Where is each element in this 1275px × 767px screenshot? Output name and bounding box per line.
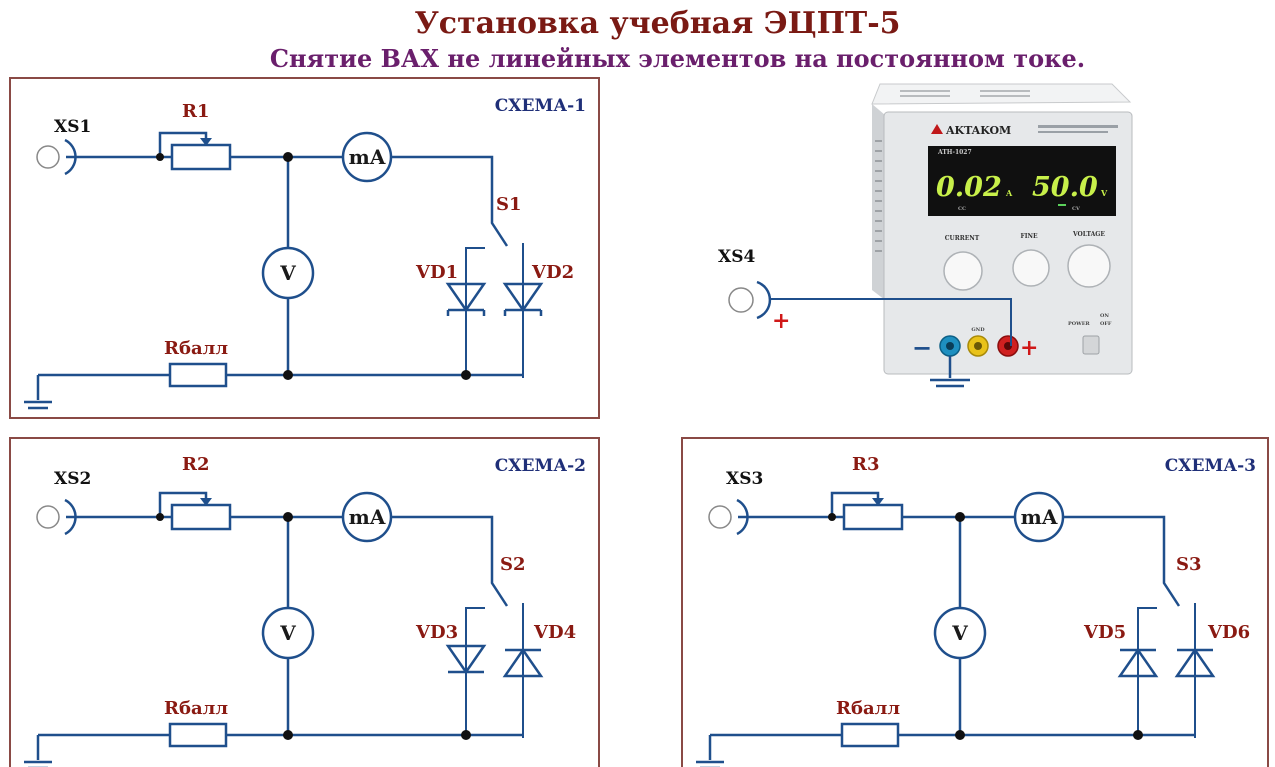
page-subtitle: Снятие ВАХ не линейных элементов на пост… [269, 44, 1086, 73]
scheme-1: XS1 R1 mA V S1 VD1 VD2 Rбалл СХЕМА-1 [9, 77, 600, 419]
cv-indicator: CV [1072, 206, 1080, 212]
scheme-3: XS3 R3 mA V S3 VD5 VD6 Rбалл СХЕМА-3 [681, 437, 1269, 767]
diode-left-label: VD3 [415, 622, 458, 643]
on-label: ON [1100, 313, 1109, 319]
switch-label: S1 [496, 194, 522, 215]
diode-left-label: VD5 [1083, 622, 1126, 643]
xs4-socket-icon [728, 287, 754, 313]
ammeter-label: mA [1021, 505, 1058, 529]
knob-label-current: CURRENT [945, 235, 980, 242]
knob-label-fine: FINE [1020, 233, 1038, 240]
gnd-label: GND [971, 327, 985, 333]
xs4-label: XS4 [718, 247, 755, 267]
diode-right-label: VD4 [533, 622, 576, 643]
xs4-wiring: XS4 + + − [718, 247, 1038, 388]
diode-left-label: VD1 [415, 262, 458, 283]
ballast-label: Rбалл [836, 698, 900, 719]
scheme-name: СХЕМА-2 [495, 456, 586, 476]
voltmeter-label: V [279, 261, 296, 285]
rheostat-label: R2 [182, 454, 209, 475]
voltage-readout: 50.0 [1032, 172, 1098, 203]
page-title: Установка учебная ЭЦПТ-5 [414, 6, 901, 41]
diode-right-label: VD6 [1207, 622, 1250, 643]
scheme-2: XS2 R2 mA V S2 VD3 VD4 Rбалл СХЕМА-2 [9, 437, 600, 767]
cc-indicator: CC [958, 206, 966, 212]
voltage-knob[interactable] [1067, 244, 1111, 288]
ballast-label: Rбалл [164, 338, 228, 359]
ammeter-label: mA [349, 145, 386, 169]
connector-label: XS1 [54, 117, 91, 137]
terminal-minus-sign: − [912, 333, 932, 362]
connector-label: XS3 [726, 469, 763, 489]
rheostat-label: R3 [852, 454, 879, 475]
terminal-plus-sign: + [1020, 335, 1038, 361]
off-label: OFF [1100, 321, 1112, 327]
voltage-unit: V [1100, 188, 1108, 198]
power-label: POWER [1068, 321, 1091, 327]
ammeter-label: mA [349, 505, 386, 529]
display-panel [928, 146, 1116, 216]
knob-label-voltage: VOLTAGE [1072, 231, 1105, 238]
scheme-3-frame [681, 437, 1269, 767]
scheme-2-frame [9, 437, 600, 767]
diode-right-label: VD2 [531, 262, 574, 283]
current-knob[interactable] [943, 251, 983, 291]
scheme-name: СХЕМА-3 [1165, 456, 1256, 476]
rheostat-label: R1 [182, 101, 209, 122]
brand-label: AKTAKOM [945, 124, 1011, 137]
voltmeter-label: V [279, 621, 296, 645]
connector-label: XS2 [54, 469, 91, 489]
ballast-label: Rбалл [164, 698, 228, 719]
power-switch[interactable] [1082, 335, 1100, 355]
brand-logo-icon [931, 124, 943, 134]
switch-label: S3 [1176, 554, 1202, 575]
voltmeter-label: V [951, 621, 968, 645]
scheme-1-frame [9, 77, 600, 419]
scheme-name: СХЕМА-1 [495, 96, 586, 116]
current-unit: A [1005, 188, 1013, 198]
xs4-plus-sign: + [772, 308, 790, 334]
fine-knob[interactable] [1012, 249, 1050, 287]
power-supply: AKTAKOM ATH-1027 0.02 A 50.0 V CC CV CUR… [871, 83, 1133, 375]
switch-label: S2 [500, 554, 526, 575]
current-readout: 0.02 [936, 172, 1002, 203]
model-label: ATH-1027 [937, 149, 972, 156]
